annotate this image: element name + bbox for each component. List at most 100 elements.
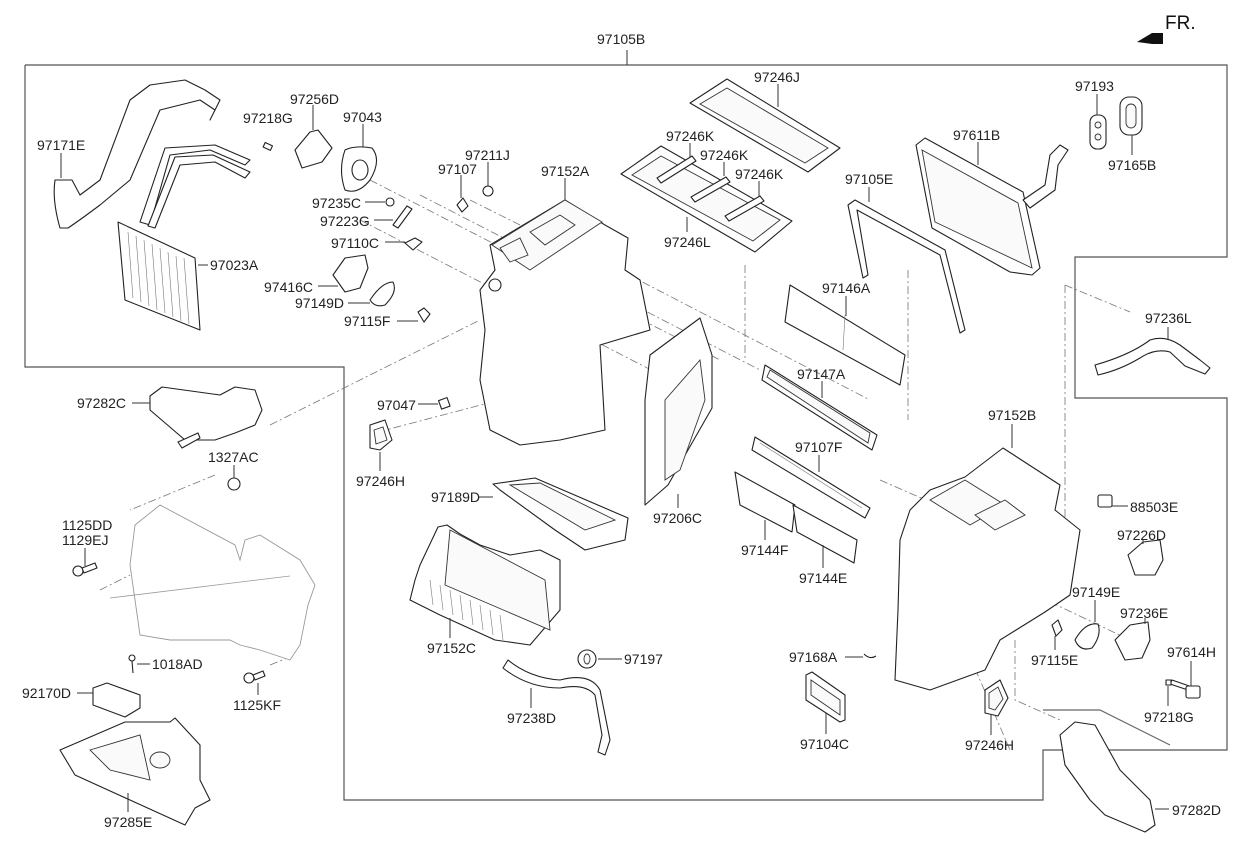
- part-97256D[interactable]: 97256D: [290, 91, 339, 169]
- part-97211J[interactable]: 97211J: [465, 147, 510, 197]
- svg-text:97168A: 97168A: [789, 649, 838, 665]
- svg-text:97226D: 97226D: [1117, 527, 1166, 543]
- part-92170D[interactable]: 92170D: [22, 682, 141, 718]
- part-97149E[interactable]: 97149E: [1072, 584, 1120, 650]
- svg-text:97104C: 97104C: [800, 736, 849, 752]
- part-97193[interactable]: 97193: [1075, 78, 1114, 150]
- part-97611B[interactable]: 97611B: [915, 127, 1069, 276]
- part-97197[interactable]: 97197: [577, 649, 663, 669]
- part-97282C[interactable]: 97282C: [77, 386, 263, 449]
- svg-text:1129EJ: 1129EJ: [62, 532, 108, 548]
- part-97246K-3[interactable]: 97246K: [724, 166, 784, 222]
- svg-text:97206C: 97206C: [653, 510, 702, 526]
- part-97115E[interactable]: 97115E: [1031, 619, 1078, 668]
- part-97146A[interactable]: 97146A: [784, 280, 906, 386]
- part-97043[interactable]: 97043: [340, 109, 383, 192]
- part-97110C[interactable]: 97110C: [331, 235, 423, 251]
- svg-text:97144E: 97144E: [799, 570, 847, 586]
- svg-text:97146A: 97146A: [822, 280, 871, 296]
- part-97246H-right[interactable]: 97246H: [965, 679, 1014, 753]
- part-97152A[interactable]: 97152A: [479, 163, 651, 446]
- part-97246H-left[interactable]: 97246H: [356, 419, 405, 489]
- svg-text:97189D: 97189D: [431, 489, 480, 505]
- part-97107[interactable]: 97107: [438, 161, 477, 213]
- svg-text:97246K: 97246K: [735, 166, 784, 182]
- svg-text:97115E: 97115E: [1031, 652, 1078, 668]
- part-97223G[interactable]: 97223G: [320, 205, 413, 229]
- part-1125DD-1129EJ[interactable]: 1125DD 1129EJ: [62, 517, 112, 577]
- svg-text:97246K: 97246K: [700, 147, 749, 163]
- part-97246K-2[interactable]: 97246K: [690, 147, 749, 203]
- part-97614H[interactable]: 97614H: [1167, 644, 1216, 699]
- svg-text:97047: 97047: [377, 397, 416, 413]
- svg-text:97236E: 97236E: [1120, 605, 1168, 621]
- svg-text:1327AC: 1327AC: [208, 449, 259, 465]
- part-97144F[interactable]: 97144F: [734, 471, 796, 558]
- svg-text:97144F: 97144F: [741, 542, 788, 558]
- part-97105E[interactable]: 97105E: [845, 171, 966, 334]
- svg-text:97043: 97043: [343, 109, 382, 125]
- part-97246K-1[interactable]: 97246K: [656, 128, 715, 184]
- svg-text:97238D: 97238D: [507, 710, 556, 726]
- part-97023A[interactable]: 97023A: [117, 144, 259, 331]
- part-97206C[interactable]: 97206C: [644, 317, 713, 526]
- part-1018AD[interactable]: 1018AD: [128, 654, 203, 674]
- part-97236E[interactable]: 97236E: [1114, 605, 1168, 661]
- svg-text:97218G: 97218G: [243, 110, 293, 126]
- part-97189D[interactable]: 97189D: [431, 477, 629, 551]
- part-97285E[interactable]: 97285E: [59, 717, 211, 830]
- svg-text:97285E: 97285E: [104, 814, 152, 830]
- svg-text:97246H: 97246H: [965, 737, 1014, 753]
- svg-text:97107F: 97107F: [795, 439, 842, 455]
- front-label: FR.: [1165, 13, 1196, 34]
- part-97282D[interactable]: 97282D: [1059, 721, 1221, 833]
- part-97416C[interactable]: 97416C: [264, 254, 369, 295]
- part-97104C[interactable]: 97104C: [800, 671, 849, 752]
- svg-text:97246K: 97246K: [666, 128, 715, 144]
- svg-text:97107: 97107: [438, 161, 477, 177]
- part-97165B[interactable]: 97165B: [1108, 96, 1156, 173]
- part-97238D[interactable]: 97238D: [502, 659, 611, 756]
- part-97171E[interactable]: 97171E: [37, 79, 221, 229]
- svg-text:97282D: 97282D: [1172, 802, 1221, 818]
- svg-text:97105E: 97105E: [845, 171, 893, 187]
- svg-text:97235C: 97235C: [312, 195, 361, 211]
- svg-text:97149E: 97149E: [1072, 584, 1120, 600]
- svg-text:97218G: 97218G: [1144, 709, 1194, 725]
- assembly-frame: 97105B: [24, 31, 1228, 801]
- part-97236L[interactable]: 97236L: [1094, 310, 1211, 376]
- svg-text:97152B: 97152B: [988, 407, 1036, 423]
- part-97115F[interactable]: 97115F: [344, 307, 431, 329]
- part-97152C[interactable]: 97152C: [409, 524, 561, 656]
- part-88503E[interactable]: 88503E: [1097, 494, 1178, 515]
- part-97246J[interactable]: 97246J: [689, 69, 841, 173]
- part-97047[interactable]: 97047: [377, 397, 451, 413]
- part-1125KF[interactable]: 1125KF: [233, 670, 281, 713]
- part-97226D[interactable]: 97226D: [1117, 527, 1166, 576]
- svg-text:97197: 97197: [624, 651, 663, 667]
- part-97218G-lower[interactable]: 97218G: [1144, 679, 1194, 725]
- part-97235C[interactable]: 97235C: [312, 195, 395, 211]
- front-arrow-icon: [1137, 33, 1163, 44]
- svg-text:97149D: 97149D: [295, 295, 344, 311]
- part-97107F[interactable]: 97107F: [751, 436, 871, 519]
- svg-text:1018AD: 1018AD: [152, 656, 203, 672]
- part-97149D[interactable]: 97149D: [295, 281, 395, 311]
- svg-text:97110C: 97110C: [331, 235, 379, 251]
- svg-text:97152C: 97152C: [427, 640, 476, 656]
- part-97144E[interactable]: 97144E: [792, 504, 858, 586]
- svg-text:97282C: 97282C: [77, 395, 126, 411]
- part-label-97105B: 97105B: [597, 31, 645, 47]
- part-1327AC[interactable]: 1327AC: [208, 449, 259, 491]
- svg-text:97611B: 97611B: [953, 127, 1000, 143]
- svg-text:97165B: 97165B: [1108, 157, 1156, 173]
- part-97147A[interactable]: 97147A: [761, 364, 878, 451]
- part-97168A[interactable]: 97168A: [789, 649, 877, 665]
- svg-text:97223G: 97223G: [320, 213, 370, 229]
- front-direction-indicator: FR.: [1137, 13, 1196, 44]
- svg-text:92170D: 92170D: [22, 685, 71, 701]
- part-97152B[interactable]: 97152B: [894, 407, 1081, 691]
- part-97218G-upper[interactable]: 97218G: [243, 110, 293, 151]
- svg-text:97614H: 97614H: [1167, 644, 1216, 660]
